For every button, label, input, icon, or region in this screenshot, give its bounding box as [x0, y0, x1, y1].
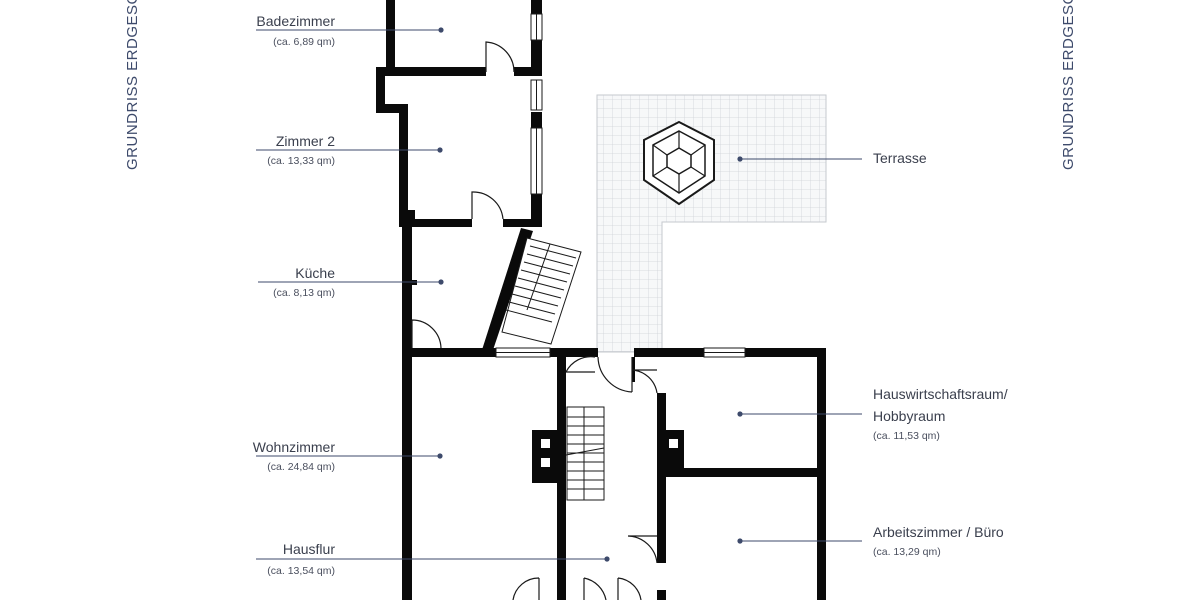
doors	[411, 41, 658, 600]
room-label-badezimmer: Badezimmer	[256, 13, 335, 29]
room-label-hobbyraum: Hobbyraum	[873, 408, 946, 424]
leader-lines	[256, 29, 862, 560]
room-label-hauswirtschaftsraum: Hauswirtschaftsraum/	[873, 386, 1008, 402]
hall-stair	[565, 406, 605, 501]
room-label-wohnzimmer: Wohnzimmer	[252, 439, 335, 455]
room-area-kueche: (ca. 8,13 qm)	[273, 287, 335, 299]
leader-dots	[437, 27, 743, 562]
room-area-arbeitszimmer: (ca. 13,29 qm)	[873, 546, 941, 558]
room-area-hausflur: (ca. 13,54 qm)	[267, 565, 335, 577]
windows	[495, 13, 746, 358]
kitchen-stair	[501, 237, 582, 345]
room-area-wohnzimmer: (ca. 24,84 qm)	[267, 461, 335, 473]
octagon-table-icon	[643, 120, 715, 206]
room-label-arbeitszimmer: Arbeitszimmer / Büro	[873, 524, 1004, 540]
room-label-kueche: Küche	[295, 265, 335, 281]
room-area-zimmer-2: (ca. 13,33 qm)	[267, 155, 335, 167]
side-title-right: GRUNDRISS ERDGESCHOSS	[1060, 0, 1077, 170]
room-label-zimmer-2: Zimmer 2	[275, 133, 335, 149]
room-area-badezimmer: (ca. 6,89 qm)	[273, 36, 335, 48]
room-area-hauswirtschaftsraum: (ca. 11,53 qm)	[873, 430, 940, 442]
side-title-left: GRUNDRISS ERDGESCHOSS	[124, 0, 141, 170]
room-label-hausflur: Hausflur	[282, 541, 335, 557]
terrace	[596, 94, 827, 353]
room-label-terrasse: Terrasse	[873, 150, 927, 166]
